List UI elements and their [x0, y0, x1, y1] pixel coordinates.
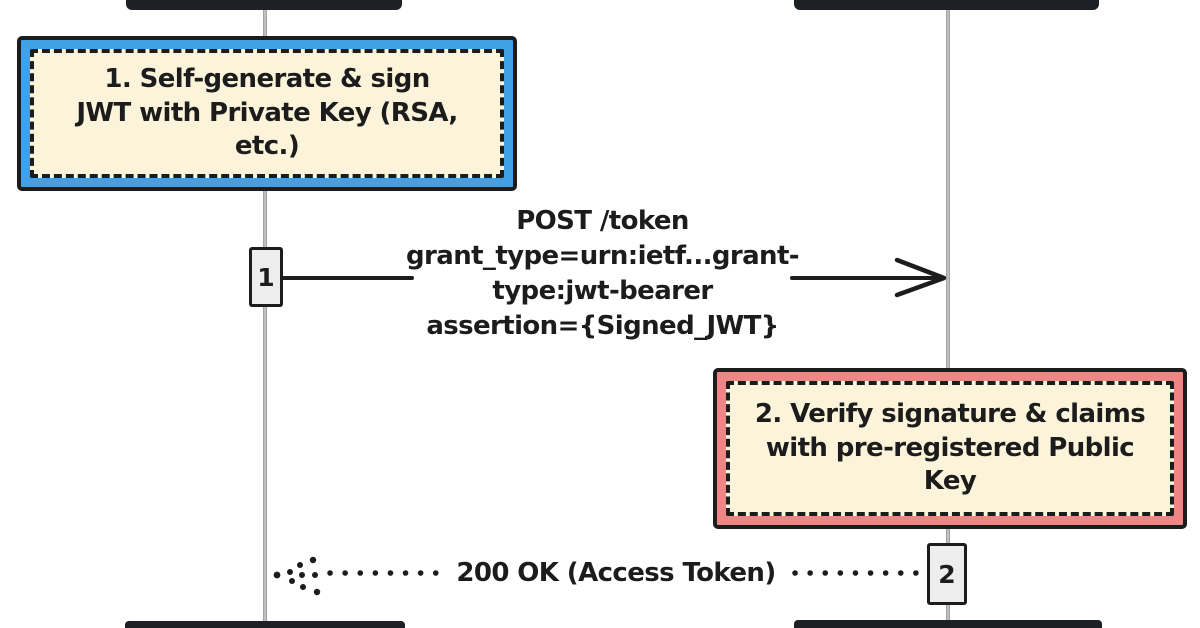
activation-box-2-label: 2 [938, 559, 956, 589]
activation-box-1: 1 [249, 247, 283, 307]
participant-footer-server [794, 620, 1102, 628]
lifeline-server [946, 6, 950, 628]
request-message-line: type:jwt-bearer [492, 276, 713, 306]
lifeline-client [263, 6, 267, 628]
participant-header-server [794, 0, 1099, 10]
note-step2-line: 2. Verify signature & claims [754, 398, 1146, 429]
request-message-line: assertion={Signed_JWT} [426, 311, 779, 341]
request-message-label: POST /token grant_type=urn:ietf...grant-… [395, 204, 810, 344]
participant-footer-client [125, 621, 405, 628]
activation-box-1-label: 1 [257, 262, 275, 292]
note-step1-line: etc.) [234, 131, 300, 162]
note-step2-line: Key [923, 466, 977, 497]
request-message-line: grant_type=urn:ietf...grant- [406, 241, 800, 271]
response-message-label: 200 OK (Access Token) [456, 558, 776, 588]
note-step1-line: 1. Self-generate & sign [104, 63, 430, 94]
note-step1-body: 1. Self-generate & sign JWT with Private… [30, 49, 504, 178]
response-dotted-arrowhead-icon [273, 556, 321, 596]
activation-box-2: 2 [927, 543, 967, 605]
note-step2-line: with pre-registered Public [765, 432, 1135, 463]
request-message-line: POST /token [516, 206, 689, 236]
note-step1-line: JWT with Private Key (RSA, [76, 97, 458, 128]
participant-header-client [126, 0, 402, 10]
request-arrow [281, 257, 947, 298]
note-step2: 2. Verify signature & claims with pre-re… [713, 368, 1187, 529]
request-arrowhead-icon [894, 257, 947, 298]
note-step1: 1. Self-generate & sign JWT with Private… [17, 36, 517, 191]
note-step2-body: 2. Verify signature & claims with pre-re… [726, 381, 1174, 516]
